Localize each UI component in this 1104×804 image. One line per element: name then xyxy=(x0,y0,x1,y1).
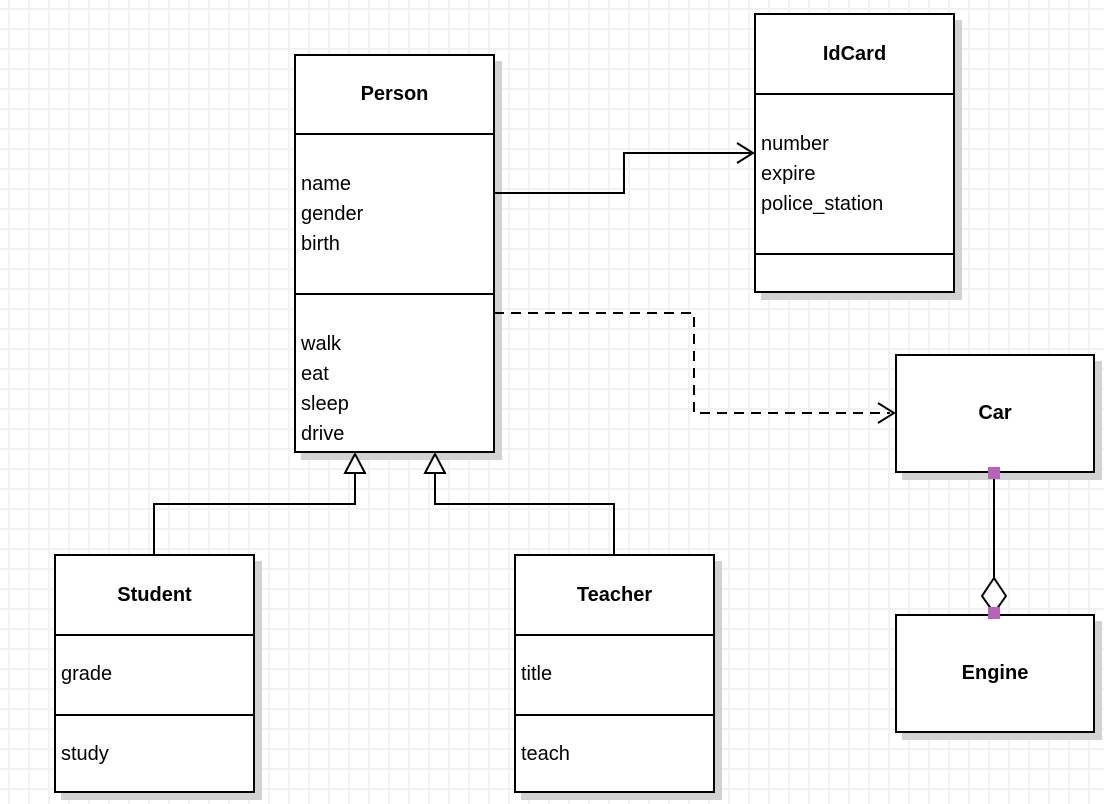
edge-teacher-person-generalization[interactable] xyxy=(423,451,615,554)
method: sleep xyxy=(301,393,349,415)
attribute: number xyxy=(761,133,829,155)
attribute: expire xyxy=(761,163,816,185)
class-box-car[interactable]: Car xyxy=(895,354,1095,473)
method: drive xyxy=(301,423,345,445)
teacher-attributes-compartment: title xyxy=(516,634,713,714)
teacher-methods-compartment: teach xyxy=(516,714,713,791)
edge-car-engine-aggregation[interactable] xyxy=(980,467,1008,619)
class-title: Car xyxy=(978,402,1012,424)
attribute: name xyxy=(301,173,352,195)
attribute: grade xyxy=(61,663,113,685)
person-methods-compartment: walk eat sleep drive xyxy=(296,293,493,451)
class-box-engine[interactable]: Engine xyxy=(895,614,1095,733)
class-title: Teacher xyxy=(576,583,653,606)
person-attributes-compartment: name gender birth xyxy=(296,133,493,293)
idcard-attributes-compartment: number expire police_station xyxy=(756,93,953,253)
class-box-idcard[interactable]: IdCard number expire police_station xyxy=(754,13,955,293)
class-box-teacher[interactable]: Teacher title teach xyxy=(514,554,715,793)
class-title: IdCard xyxy=(822,42,887,65)
attribute: police_station xyxy=(761,193,884,215)
hollow-triangle-icon xyxy=(343,451,367,474)
method: eat xyxy=(301,363,329,385)
method: teach xyxy=(521,743,570,765)
open-arrow-icon xyxy=(736,142,755,164)
class-title: Student xyxy=(117,583,192,606)
edge-student-person-generalization[interactable] xyxy=(153,451,367,554)
class-title: Engine xyxy=(961,662,1029,684)
class-box-person[interactable]: Person name gender birth walk eat sleep … xyxy=(294,54,495,453)
class-title: Person xyxy=(360,83,429,105)
edge-person-car-dependency[interactable] xyxy=(494,312,896,424)
method: study xyxy=(61,743,109,765)
student-methods-compartment: study xyxy=(56,714,253,791)
method: walk xyxy=(301,333,342,355)
student-attributes-compartment: grade xyxy=(56,634,253,714)
hollow-triangle-icon xyxy=(423,451,447,474)
edge-person-idcard-association[interactable] xyxy=(494,142,755,194)
attribute: birth xyxy=(301,233,340,255)
attribute: title xyxy=(521,663,553,685)
class-box-student[interactable]: Student grade study xyxy=(54,554,255,793)
idcard-empty-compartment xyxy=(756,253,953,291)
open-arrow-icon xyxy=(877,402,896,424)
attribute: gender xyxy=(301,203,364,225)
